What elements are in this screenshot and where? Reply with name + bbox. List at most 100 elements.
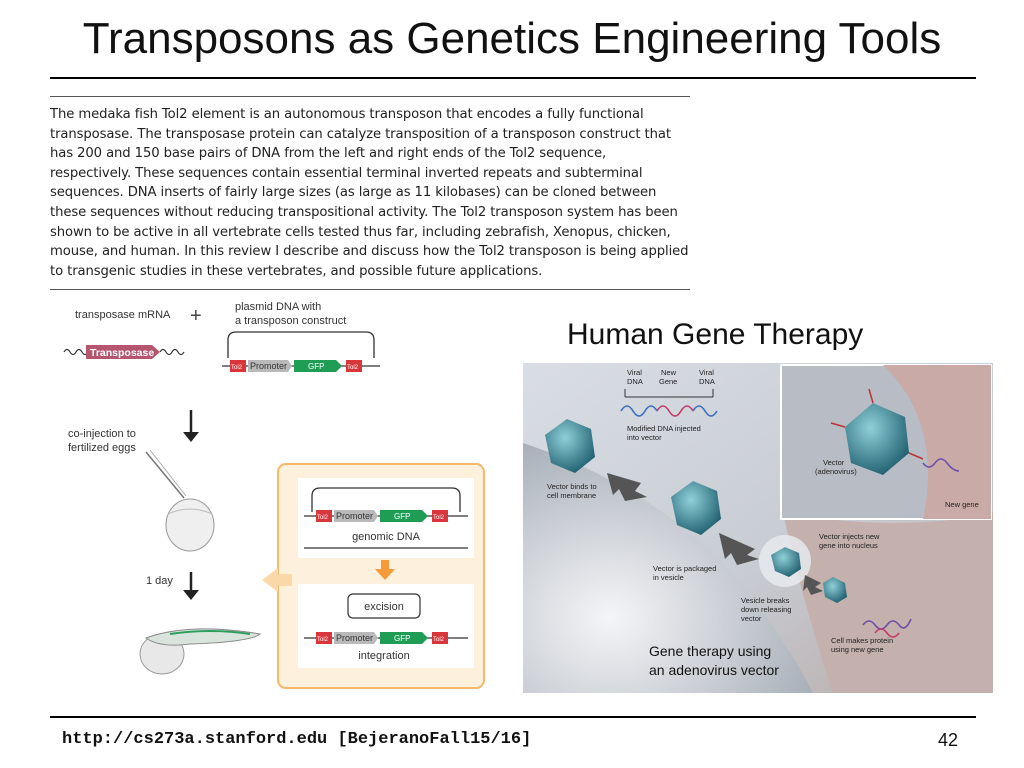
embryo-gfp-signal (169, 630, 251, 635)
inset-fiber (908, 452, 924, 460)
modified-dna-2: into vector (627, 433, 662, 442)
caption-line-1: Gene therapy using (649, 643, 771, 659)
coinjection-label-1: co-injection to (68, 428, 136, 440)
genomic-gfp-box (380, 510, 428, 522)
vector-binds-2: cell membrane (547, 491, 596, 500)
genomic-tol2-right (432, 510, 448, 522)
integration-tol2-right-text: Tol2 (433, 637, 445, 643)
one-day-label: 1 day (146, 575, 173, 587)
genomic-tol2-left-text: Tol2 (317, 515, 329, 521)
genomic-tol2-left (316, 510, 332, 522)
integration-gfp-box (380, 632, 428, 644)
viral-dna-right-1: Viral (699, 368, 714, 377)
inset-fiber (868, 388, 874, 404)
plasmid-loop (227, 331, 375, 358)
transposase-mrna-label: transposase mRNA (75, 309, 171, 321)
new-gene-strand (862, 618, 912, 630)
inset-new-gene-strand (922, 458, 960, 472)
path-arrow (607, 473, 647, 501)
abstract-line: mouse, and human. In this review I descr… (50, 244, 689, 260)
path-arrow (803, 575, 823, 595)
viral-dna-right-2: DNA (699, 377, 715, 386)
panel-left-arrow (262, 568, 278, 592)
viral-dna-left-2: DNA (627, 377, 643, 386)
integration-tol2-right (432, 632, 448, 644)
mrna-wave-right (159, 348, 185, 356)
abstract-line: to transgenic studies in these vertebrat… (50, 263, 543, 279)
down-arrow-2-head (183, 590, 199, 600)
orange-arrow-head (375, 569, 395, 580)
promoter-box (248, 360, 292, 372)
vector-injects-2: gene into nucleus (819, 541, 878, 550)
tol2-end-left (230, 360, 246, 372)
nucleus-surface (783, 513, 993, 693)
inset-cell-surface (883, 365, 991, 519)
integration-promoter-text: Promoter (336, 633, 373, 643)
excision-label: excision (364, 601, 404, 613)
integration-gfp-text: GFP (394, 634, 410, 643)
new-gene-helix (656, 405, 694, 417)
vector-injects-1: Vector injects new (819, 532, 880, 541)
footer-url: http://cs273a.stanford.edu [BejeranoFall… (62, 730, 532, 749)
vector-adeno-1: Vector (823, 458, 845, 467)
panel-left-arrow-tail (278, 574, 292, 586)
tol2-end-right-text: Tol2 (347, 365, 359, 371)
vector-binds-1: Vector binds to (547, 482, 597, 491)
abstract-line: these sequences without reducing transpo… (50, 204, 678, 220)
genomic-promoter-box (334, 510, 378, 522)
abstract-line: shown to be active in all vertebrate cel… (50, 224, 671, 240)
packaged-2: in vesicle (653, 573, 684, 582)
abstract-text: The medaka fish Tol2 element is an auton… (50, 105, 690, 281)
genomic-dna-label: genomic DNA (352, 531, 421, 543)
adenovirus-1 (545, 419, 595, 473)
caption-line-2: an adenovirus vector (649, 662, 779, 678)
cell-makes-2: using new gene (831, 645, 884, 654)
gfp-box (294, 360, 342, 372)
page-number: 42 (938, 730, 959, 750)
genomic-tol2-right-text: Tol2 (433, 515, 445, 521)
integration-tol2-left (316, 632, 332, 644)
egg-cell-line (167, 508, 213, 515)
slide-title: Transposons as Genetics Engineering Tool… (82, 14, 942, 63)
path-arrow (719, 533, 759, 565)
viral-dna-helix-left (620, 405, 658, 417)
integration-promoter-box (334, 632, 378, 644)
mrna-wave-left (63, 348, 89, 356)
viral-dna-left-1: Viral (627, 368, 642, 377)
tol2-transgenesis-diagram: transposase mRNA + plasmid DNA with a tr… (63, 301, 485, 689)
gene-therapy-illustration: Viral DNA New Gene Viral DNA Modified DN… (523, 363, 993, 693)
new-gene-1: New (661, 368, 677, 377)
vesicle-breaks-3: vector (741, 614, 762, 623)
adenovirus-3 (771, 547, 801, 577)
cell-makes-1: Cell makes protein (831, 636, 893, 645)
abstract-line: has 200 and 150 base pairs of DNA from t… (50, 146, 607, 162)
plasmid-label-2: a transposon construct (235, 315, 346, 327)
adenovirus-2 (671, 481, 721, 535)
footer-rule (50, 716, 976, 718)
new-gene-strand-2 (874, 628, 900, 638)
fertilized-egg (165, 498, 215, 552)
injection-needle-shade (149, 449, 187, 497)
abstract-line: The medaka fish Tol2 element is an auton… (50, 107, 644, 122)
vector-adeno-2: (adenovirus) (815, 467, 857, 476)
vesicle-breaks-2: down releasing (741, 605, 791, 614)
inset-fiber (830, 422, 846, 428)
integration-tol2-left-text: Tol2 (317, 637, 329, 643)
abstract-line: sequences. DNA inserts of fairly large s… (50, 185, 657, 201)
coinjection-label-2: fertilized eggs (68, 442, 136, 454)
plasmid-label-1: plasmid DNA with (235, 301, 321, 313)
promoter-text: Promoter (250, 361, 287, 371)
genomic-promoter-text: Promoter (336, 511, 373, 521)
transposase-arrow (86, 345, 160, 359)
excision-circle (347, 593, 421, 619)
abstract-line: respectively. These sequences contain es… (50, 165, 643, 181)
transposase-text: Transposase (90, 347, 154, 359)
cell-membrane (523, 443, 813, 693)
tol2-end-right (346, 360, 362, 372)
inset-adenovirus (845, 403, 909, 475)
abstract-line: transposase. The transposase protein can… (50, 126, 671, 142)
modified-dna-1: Modified DNA injected (627, 424, 701, 433)
down-arrow-head (183, 432, 199, 442)
tol2-end-left-text: Tol2 (231, 365, 243, 371)
orange-arrow-shaft (381, 560, 389, 570)
